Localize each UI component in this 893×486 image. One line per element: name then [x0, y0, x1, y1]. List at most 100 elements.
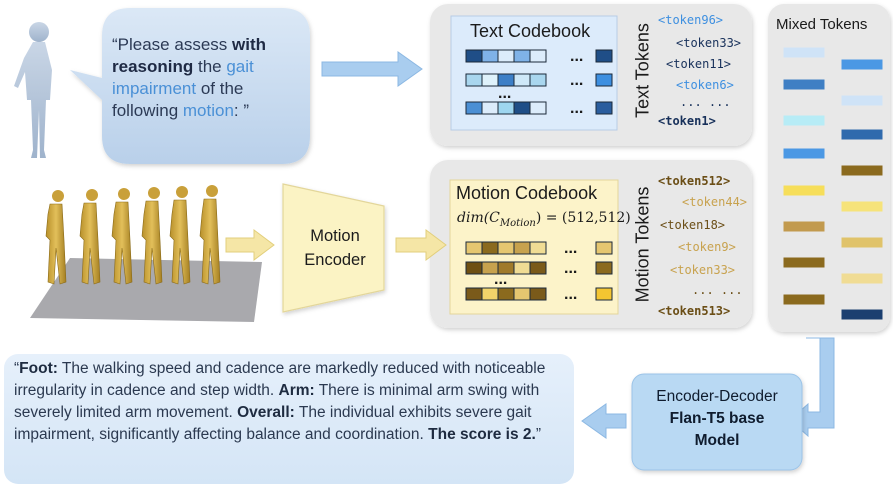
text-token-item: <token1> — [658, 114, 716, 128]
text-code-cell — [465, 49, 483, 63]
text-token-item: <token96> — [658, 13, 724, 27]
mixed-token-bar-right — [841, 59, 883, 70]
text-code-end-cell — [595, 49, 613, 63]
text-code-cell — [465, 101, 483, 115]
mixed-token-bar-right — [841, 95, 883, 106]
text-code-cell — [481, 49, 499, 63]
mixed-token-bar-right — [841, 129, 883, 140]
output-arm-label: Arm: — [278, 382, 315, 399]
motion-codebook-formula: dim(CMotion) = (512,512) — [457, 210, 631, 229]
prompt-text: “Please assess with reasoning the gait i… — [112, 35, 266, 120]
motion-code-end-cell — [595, 261, 613, 275]
person-silhouette-icon — [14, 22, 52, 158]
text-code-cell — [513, 101, 531, 115]
motion-code-cell — [513, 241, 531, 255]
mixed-token-bar-left — [783, 148, 825, 159]
text-code-cell — [513, 73, 531, 87]
mixed-token-bar-left — [783, 79, 825, 90]
arrow-prompt-to-text-codebook — [321, 51, 423, 87]
motion-code-cell — [529, 241, 547, 255]
arrow-model-to-output — [581, 403, 627, 439]
prompt-bold: with reasoning — [112, 35, 266, 76]
text-token-item: <token6> — [676, 78, 734, 92]
motion-token-item: <token9> — [678, 240, 736, 254]
motion-code-cell — [465, 261, 483, 275]
text-row-dots: ... — [570, 100, 583, 117]
motion-token-item: <token33> — [670, 263, 736, 277]
walking-figure — [45, 190, 67, 285]
motion-encoder-block — [282, 183, 385, 313]
text-codebook-rows: ............ — [465, 48, 613, 117]
motion-code-cell — [481, 287, 499, 301]
motion-code-end-cell — [595, 287, 613, 301]
walking-figure — [169, 186, 191, 285]
output-overall-label: Overall: — [237, 404, 295, 421]
text-row-dots: ... — [570, 48, 583, 65]
model-box — [631, 373, 803, 471]
text-token-item: <token33> — [676, 36, 742, 50]
text-code-cell — [513, 49, 531, 63]
text-code-cell — [529, 101, 547, 115]
mixed-token-bar-right — [841, 237, 883, 248]
text-row-dots: ... — [570, 72, 583, 89]
text-token-item: ... ... — [680, 95, 731, 109]
walking-figure — [79, 189, 101, 285]
mixed-token-bar-left — [783, 47, 825, 58]
output-reasoning-text: “Foot: The walking speed and cadence are… — [14, 360, 546, 443]
motion-codebook-rows: ............ — [465, 240, 613, 303]
motion-code-cell — [497, 241, 515, 255]
motion-codebook-title: Motion Codebook — [456, 183, 598, 203]
walking-figure — [141, 187, 163, 285]
text-code-end-cell — [595, 73, 613, 87]
text-code-cell — [497, 101, 515, 115]
mixed-token-bar-right — [841, 165, 883, 176]
output-score: The score is 2. — [428, 426, 536, 443]
motion-row-dots: ... — [564, 260, 577, 277]
motion-token-item: <token44> — [682, 195, 748, 209]
mixed-token-bar-left — [783, 294, 825, 305]
mixed-tokens-title: Mixed Tokens — [776, 16, 868, 33]
mixed-token-bar-left — [783, 221, 825, 232]
output-foot-label: Foot: — [19, 360, 58, 377]
motion-row-dots: ... — [564, 286, 577, 303]
text-middle-dots: ... — [498, 85, 511, 102]
motion-token-item: ... ... — [692, 283, 743, 297]
mixed-token-bar-right — [841, 201, 883, 212]
motion-code-end-cell — [595, 241, 613, 255]
mixed-token-bar-left — [783, 185, 825, 196]
output-box — [4, 354, 574, 484]
mixed-token-bar-left — [783, 257, 825, 268]
walking-figure — [111, 188, 133, 285]
text-code-cell — [481, 73, 499, 87]
motion-code-cell — [529, 261, 547, 275]
mixed-token-bar-right — [841, 273, 883, 284]
text-code-cell — [481, 101, 499, 115]
walking-figure-sequence — [45, 185, 221, 285]
text-codebook-title: Text Codebook — [470, 21, 591, 41]
text-token-item: <token11> — [666, 57, 732, 71]
mixed-token-bar-right — [841, 309, 883, 320]
prompt-highlight-gait: gait impairment — [112, 57, 254, 98]
prompt-highlight-motion: motion — [182, 101, 234, 120]
motion-token-item: <token513> — [658, 304, 731, 318]
text-code-cell — [497, 49, 515, 63]
text-tokens-label: Text Tokens — [632, 23, 653, 118]
motion-tokens-label: Motion Tokens — [632, 186, 653, 303]
speech-bubble — [70, 8, 310, 164]
text-code-cell — [529, 49, 547, 63]
motion-code-cell — [465, 241, 483, 255]
motion-token-item: <token512> — [658, 174, 731, 188]
text-code-cell — [465, 73, 483, 87]
motion-code-cell — [481, 241, 499, 255]
motion-code-cell — [497, 287, 515, 301]
text-code-end-cell — [595, 101, 613, 115]
walking-figure — [199, 185, 221, 285]
mixed-token-bar-left — [783, 115, 825, 126]
motion-row-dots: ... — [564, 240, 577, 257]
motion-code-cell — [513, 287, 531, 301]
motion-code-cell — [513, 261, 531, 275]
arrow-figures-to-encoder — [225, 229, 275, 261]
